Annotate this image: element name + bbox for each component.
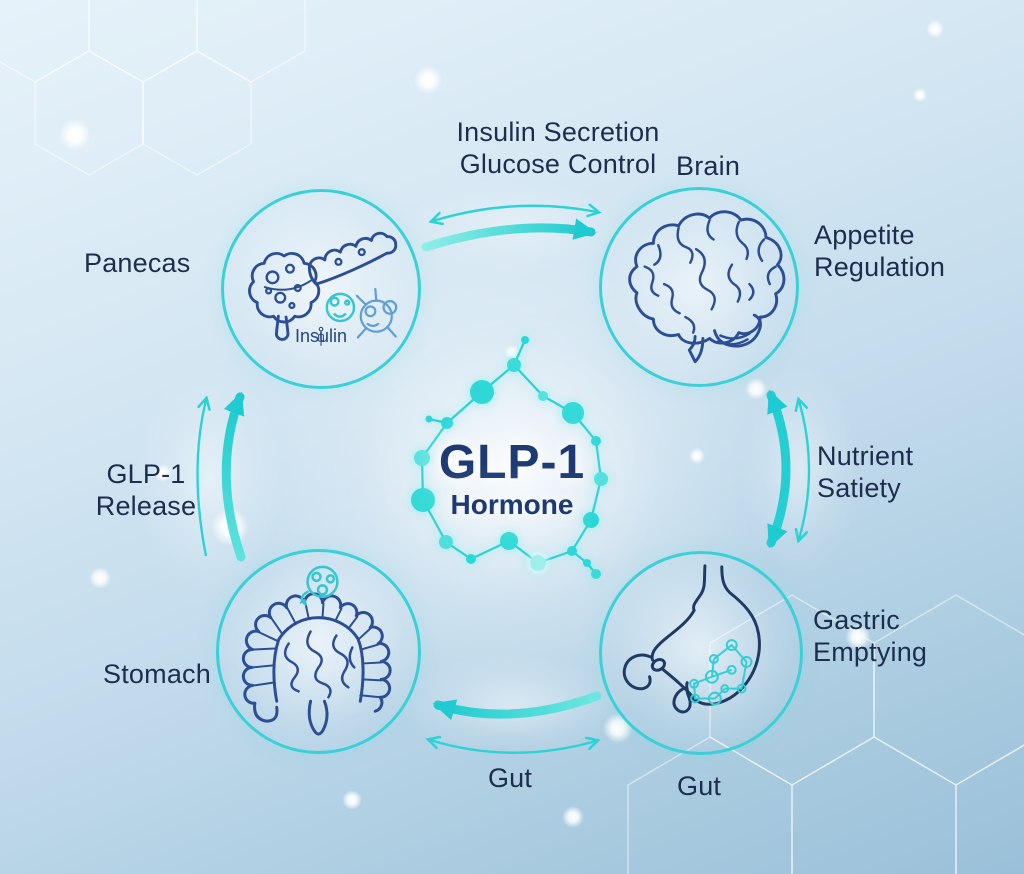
- label-brain: Brain: [676, 151, 741, 181]
- insulin-label: Insulin: [294, 326, 348, 346]
- pancreas-organ-icon: [248, 231, 398, 341]
- insulin-caption: Insulin: [295, 326, 347, 347]
- label-gut-right: Gut: [677, 771, 722, 801]
- intestine-circle: [216, 549, 421, 754]
- label-pancreas: Panecas: [84, 248, 191, 278]
- glp1-title: GLP-1: [438, 436, 586, 489]
- brain-circle: [599, 187, 799, 387]
- hormone-subtitle: Hormone: [450, 489, 574, 520]
- brain-organ-icon: [628, 210, 786, 364]
- arrow-pancreas-to-brain: [421, 203, 602, 252]
- stomach-circle: [599, 551, 803, 755]
- arrow-gut-to-intestine: [425, 691, 602, 754]
- label-glp1-release: GLP-1 Release: [95, 459, 197, 521]
- center-title-block: GLP-1 Hormone: [402, 438, 622, 522]
- stomach-organ-icon: [622, 564, 761, 714]
- label-nutrient-satiety: Nutrient Satiety: [817, 441, 914, 503]
- glp1-molecule-in-stomach-icon: [689, 639, 753, 706]
- beta-cell-icon: [355, 287, 398, 339]
- label-gastric-emptying: Gastric Emptying: [813, 605, 928, 667]
- label-gut-center: Gut: [487, 763, 533, 793]
- arrow-brain-to-gut: [766, 389, 811, 549]
- pancreas-circle: Insulin: [221, 189, 421, 389]
- label-appetite-regulation: Appetite Regulation: [814, 220, 946, 282]
- hexagon-pattern-top-left: [0, 0, 306, 176]
- label-stomach: Stomach: [103, 659, 211, 689]
- pancreas-cell-icon: [325, 292, 356, 323]
- gut-cell-icon: [299, 565, 339, 606]
- label-insulin-secretion: Insulin Secretion Glucose Control: [456, 117, 660, 179]
- insulin-syringe-icon: [318, 326, 324, 346]
- intestine-organ-icon: [241, 565, 392, 736]
